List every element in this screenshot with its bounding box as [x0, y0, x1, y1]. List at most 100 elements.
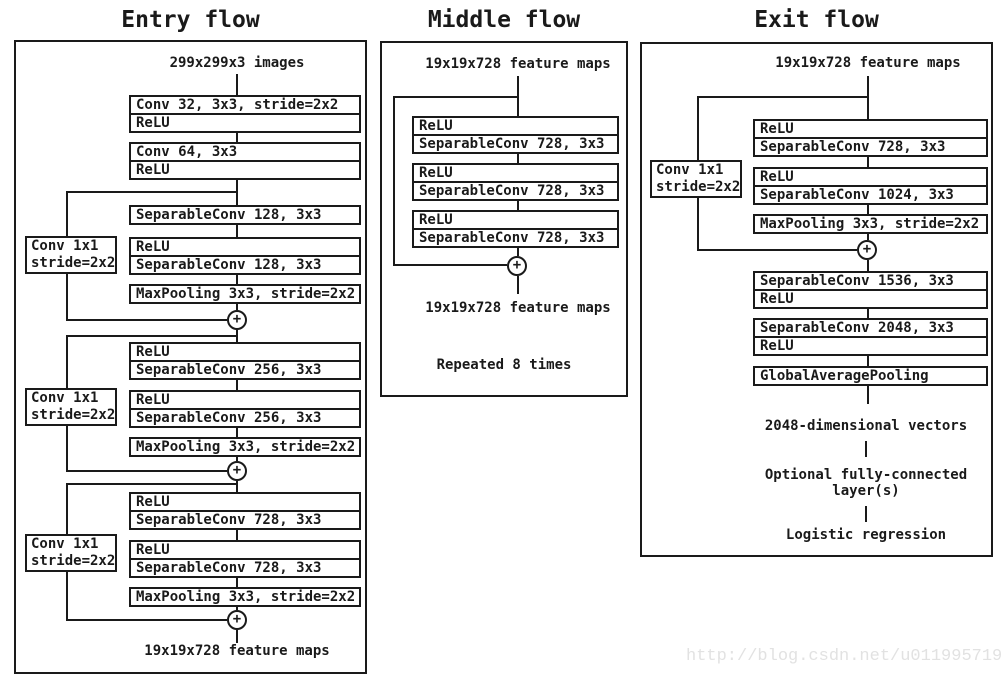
shortcut-conv-block-3: Conv 1x1 stride=2x2 [25, 534, 117, 572]
shortcut-line [66, 483, 238, 485]
layer-row: ReLU [136, 344, 170, 360]
exit-flow-container-box [640, 42, 993, 557]
connector-line [517, 154, 519, 163]
layer-row: SeparableConv 728, 3x3 [755, 137, 986, 155]
layer-row: ReLU [419, 212, 453, 228]
middle-input-label: 19x19x728 feature maps [425, 56, 611, 72]
entry-output-label: 19x19x728 feature maps [144, 643, 330, 659]
connector-line [236, 225, 238, 237]
connector-line [236, 481, 238, 492]
shortcut-line [66, 335, 238, 337]
connector-line [867, 157, 869, 167]
exit-input-label: 19x19x728 feature maps [775, 55, 961, 71]
exit-fc-label-line2: layer(s) [832, 483, 900, 499]
connector-line [236, 304, 238, 310]
layer-block-sepconv256-a: ReLU SeparableConv 256, 3x3 [129, 342, 361, 380]
layer-block-exit-maxpool: MaxPooling 3x3, stride=2x2 [753, 214, 988, 234]
middle-flow-container-box [380, 41, 628, 397]
shortcut-line [697, 96, 699, 160]
layer-block-maxpool-1: MaxPooling 3x3, stride=2x2 [129, 284, 361, 304]
layer-block-middle-sepconv728-3: ReLU SeparableConv 728, 3x3 [412, 210, 619, 248]
connector-line [236, 428, 238, 437]
entry-flow-container-box [14, 40, 367, 674]
connector-line [236, 457, 238, 461]
layer-row: SeparableConv 1024, 3x3 [755, 185, 986, 203]
layer-block-conv32: Conv 32, 3x3, stride=2x2 ReLU [129, 95, 361, 133]
layer-row: Conv 32, 3x3, stride=2x2 [136, 97, 339, 113]
shortcut-line [66, 619, 227, 621]
layer-block-sepconv128-a: SeparableConv 128, 3x3 [129, 205, 361, 225]
layer-row: ReLU [136, 239, 170, 255]
layer-row: ReLU [760, 169, 794, 185]
shortcut-line [393, 96, 395, 266]
connector-line [867, 356, 869, 366]
layer-block-maxpool-3: MaxPooling 3x3, stride=2x2 [129, 587, 361, 607]
layer-block-exit-sepconv1024: ReLU SeparableConv 1024, 3x3 [753, 167, 988, 205]
layer-row: SeparableConv 256, 3x3 [131, 408, 359, 426]
connector-line [865, 441, 867, 457]
connector-line [517, 248, 519, 256]
layer-row: ReLU [136, 542, 170, 558]
layer-row: SeparableConv 728, 3x3 [414, 228, 617, 246]
layer-row: SeparableConv 128, 3x3 [131, 255, 359, 273]
layer-row: ReLU [755, 336, 986, 354]
shortcut-line [66, 274, 68, 321]
connector-line [867, 234, 869, 240]
exit-fc-label: Optional fully-connected layer(s) [746, 467, 986, 499]
shortcut-line [66, 571, 68, 620]
shortcut-line [393, 96, 518, 98]
add-merge-icon: + [507, 256, 527, 276]
layer-row: MaxPooling 3x3, stride=2x2 [136, 286, 356, 302]
layer-row: Conv 1x1 [656, 162, 724, 178]
shortcut-line [697, 198, 699, 251]
layer-row: MaxPooling 3x3, stride=2x2 [136, 439, 356, 455]
layer-block-sepconv256-b: ReLU SeparableConv 256, 3x3 [129, 390, 361, 428]
layer-row: stride=2x2 [31, 407, 116, 423]
layer-block-exit-sepconv1536: SeparableConv 1536, 3x3 ReLU [753, 271, 988, 309]
connector-line [236, 133, 238, 142]
layer-row: ReLU [755, 289, 986, 307]
layer-block-middle-sepconv728-1: ReLU SeparableConv 728, 3x3 [412, 116, 619, 154]
layer-row: stride=2x2 [31, 553, 116, 569]
shortcut-line [66, 425, 68, 471]
layer-row: SeparableConv 728, 3x3 [131, 510, 359, 528]
watermark-url: http://blog.csdn.net/u011995719 [686, 647, 1003, 666]
shortcut-line [66, 191, 68, 237]
shortcut-line [393, 264, 507, 266]
connector-line [236, 630, 238, 643]
middle-repeat-note: Repeated 8 times [436, 357, 572, 373]
layer-row: Conv 1x1 [31, 238, 99, 254]
connector-line [517, 276, 519, 294]
layer-row: SeparableConv 728, 3x3 [414, 181, 617, 199]
connector-line [236, 578, 238, 587]
connector-line [236, 380, 238, 390]
layer-row: stride=2x2 [656, 179, 741, 195]
shortcut-line [66, 319, 227, 321]
layer-block-sepconv728-b: ReLU SeparableConv 728, 3x3 [129, 540, 361, 578]
shortcut-line [697, 249, 857, 251]
layer-row: ReLU [760, 121, 794, 137]
layer-row: ReLU [131, 160, 359, 178]
layer-block-sepconv728-a: ReLU SeparableConv 728, 3x3 [129, 492, 361, 530]
connector-line [865, 506, 867, 522]
entry-input-label: 299x299x3 images [169, 55, 305, 71]
exit-flow-title: Exit flow [754, 7, 879, 33]
connector-line [867, 386, 869, 404]
layer-row: SeparableConv 128, 3x3 [136, 207, 322, 223]
entry-flow-title: Entry flow [121, 7, 260, 33]
exit-vectors-label: 2048-dimensional vectors [764, 418, 968, 434]
connector-line [867, 309, 869, 318]
add-merge-icon: + [227, 610, 247, 630]
shortcut-line [697, 96, 869, 98]
layer-row: Conv 64, 3x3 [136, 144, 238, 160]
shortcut-conv-block-1: Conv 1x1 stride=2x2 [25, 236, 117, 274]
connector-line [236, 74, 238, 95]
layer-row: ReLU [419, 165, 453, 181]
layer-block-middle-sepconv728-2: ReLU SeparableConv 728, 3x3 [412, 163, 619, 201]
shortcut-conv-block-2: Conv 1x1 stride=2x2 [25, 388, 117, 426]
connector-line [236, 530, 238, 540]
layer-row: ReLU [419, 118, 453, 134]
shortcut-line [66, 483, 68, 536]
layer-row: SeparableConv 728, 3x3 [131, 558, 359, 576]
